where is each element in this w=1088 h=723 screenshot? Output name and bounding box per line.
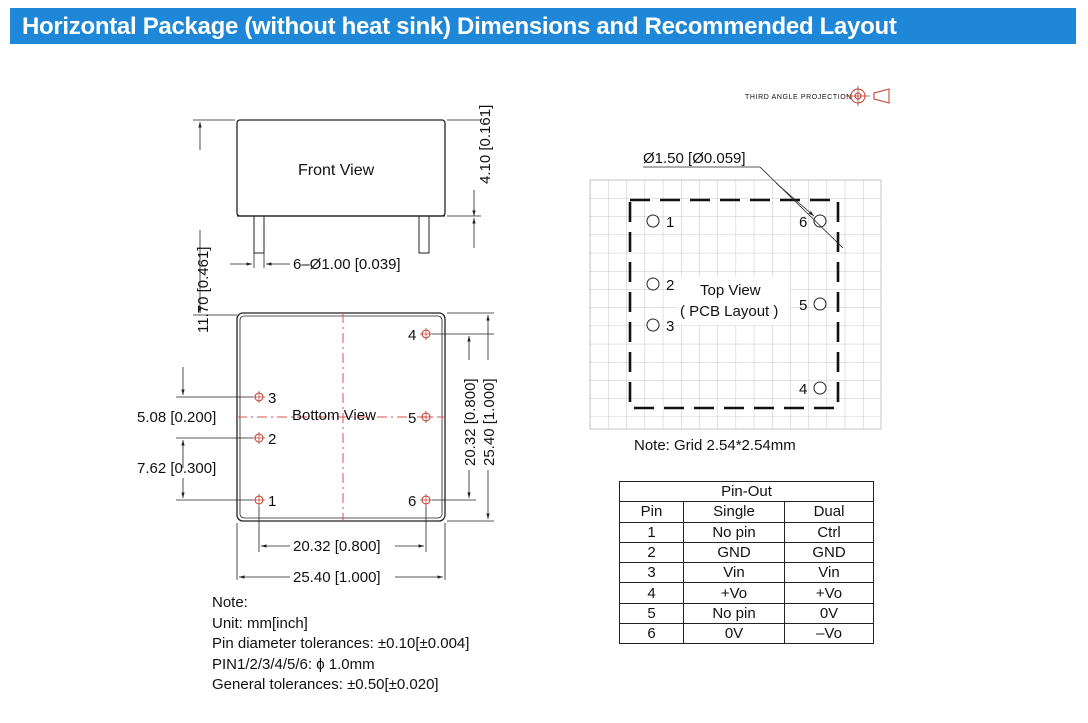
pin-spacing-dimension-7-62: 7.62 [0.300] xyxy=(137,460,216,477)
front-pin-left xyxy=(253,215,265,254)
svg-text:4: 4 xyxy=(408,327,416,344)
page-title: Horizontal Package (without heat sink) D… xyxy=(22,13,897,40)
svg-text:1: 1 xyxy=(268,493,276,510)
svg-text:1: 1 xyxy=(666,214,674,231)
front-height-dimension: 4.10 [0.161] xyxy=(477,105,494,184)
svg-text:4: 4 xyxy=(799,381,807,398)
top-view-label: Top View xyxy=(700,282,761,299)
hole-diameter-dimension: Ø1.50 [Ø0.059] xyxy=(643,150,746,167)
svg-text:2: 2 xyxy=(268,431,276,448)
total-height-dimension: 11.70 [0.461] xyxy=(195,247,212,333)
bottom-pin-6: 6 xyxy=(408,493,432,510)
bottom-pin-1: 1 xyxy=(253,493,276,510)
pinout-header-row: Pin Single Dual xyxy=(619,501,874,523)
svg-text:3: 3 xyxy=(268,390,276,407)
cell-single: GND xyxy=(683,541,785,564)
bottom-pin-4: 4 xyxy=(408,327,432,344)
notes-heading: Note: xyxy=(212,594,248,611)
svg-text:5: 5 xyxy=(799,297,807,314)
notes-general-tolerance: General tolerances: ±0.50[±0.020] xyxy=(212,676,439,694)
notes-block: Note: Unit: mm[inch] Pin diameter tolera… xyxy=(212,593,469,696)
pin-span-horizontal-dimension: 20.32 [0.800] xyxy=(293,538,381,555)
cell-dual: Ctrl xyxy=(784,521,874,543)
cell-dual: GND xyxy=(784,541,874,564)
cell-single: +Vo xyxy=(683,582,785,604)
pcb-hole-5: 5 xyxy=(799,297,827,314)
table-row: 6 0V –Vo xyxy=(619,623,874,645)
top-view: Top View ( PCB Layout ) 1 2 3 4 5 6 Ø1.5… xyxy=(589,150,882,454)
cell-dual: 0V xyxy=(784,602,874,625)
bottom-view: Bottom View 1 2 3 4 xyxy=(137,312,498,586)
svg-text:5: 5 xyxy=(408,410,416,427)
front-view-label: Front View xyxy=(298,162,375,179)
pin-diameter-dimension: 6–Ø1.00 [0.039] xyxy=(293,256,401,273)
projection-label: THIRD ANGLE PROJECTION xyxy=(745,94,852,101)
cell-single: 0V xyxy=(683,623,785,645)
bottom-pin-2: 2 xyxy=(253,431,276,448)
pcb-hole-1: 1 xyxy=(646,214,674,231)
bottom-view-label: Bottom View xyxy=(292,407,376,424)
pinout-header-single: Single xyxy=(683,501,785,523)
table-row: 4 +Vo +Vo xyxy=(619,582,874,604)
svg-text:2: 2 xyxy=(666,277,674,294)
grid-note: Note: Grid 2.54*2.54mm xyxy=(634,437,796,454)
notes-pin-diameter: PIN1/2/3/4/5/6: ϕ 1.0mm xyxy=(212,655,375,673)
pin-span-vertical-dimension: 20.32 [0.800] xyxy=(462,378,479,466)
front-view: Front View 4.10 [0.161] 11.70 [0.461] 6–… xyxy=(193,105,494,333)
cell-single: Vin xyxy=(683,562,785,584)
cell-dual: Vin xyxy=(784,562,874,584)
pcb-hole-3: 3 xyxy=(646,318,674,335)
pcb-layout-label: ( PCB Layout ) xyxy=(680,303,778,320)
body-height-dimension: 25.40 [1.000] xyxy=(481,378,498,466)
table-row: 5 No pin 0V xyxy=(619,602,874,625)
cell-pin: 4 xyxy=(619,582,684,604)
svg-text:6: 6 xyxy=(799,214,807,231)
title-banner: Horizontal Package (without heat sink) D… xyxy=(10,8,1076,44)
cell-pin: 3 xyxy=(619,562,684,584)
pin-spacing-dimension-5-08: 5.08 [0.200] xyxy=(137,409,216,426)
cell-pin: 6 xyxy=(619,623,684,645)
pcb-hole-6: 6 xyxy=(799,214,827,231)
pinout-table: Pin-Out Pin Single Dual 1 No pin Ctrl 2 … xyxy=(619,480,874,645)
projection-symbol: THIRD ANGLE PROJECTION xyxy=(745,86,890,106)
cell-pin: 5 xyxy=(619,602,684,625)
pcb-outline xyxy=(628,198,840,410)
pcb-hole-2: 2 xyxy=(646,277,674,294)
body-width-dimension: 25.40 [1.000] xyxy=(293,569,381,586)
notes-pin-tolerance: Pin diameter tolerances: ±0.10[±0.004] xyxy=(212,635,470,653)
cell-dual: +Vo xyxy=(784,582,874,604)
cell-single: No pin xyxy=(683,602,785,625)
svg-text:3: 3 xyxy=(666,318,674,335)
front-pin-right xyxy=(418,215,430,254)
cell-pin: 1 xyxy=(619,521,684,543)
bottom-pin-5: 5 xyxy=(408,410,432,427)
notes-unit: Unit: mm[inch] xyxy=(212,614,308,632)
table-row: 3 Vin Vin xyxy=(619,562,874,584)
pinout-header-pin: Pin xyxy=(619,501,684,523)
svg-text:6: 6 xyxy=(408,493,416,510)
cell-pin: 2 xyxy=(619,541,684,564)
table-row: 2 GND GND xyxy=(619,541,874,564)
pinout-header-dual: Dual xyxy=(784,501,874,523)
pcb-hole-4: 4 xyxy=(799,381,827,398)
table-row: 1 No pin Ctrl xyxy=(619,521,874,543)
pinout-title: Pin-Out xyxy=(619,480,874,503)
cell-dual: –Vo xyxy=(784,623,874,645)
bottom-pin-3: 3 xyxy=(253,390,276,407)
cell-single: No pin xyxy=(683,521,785,543)
